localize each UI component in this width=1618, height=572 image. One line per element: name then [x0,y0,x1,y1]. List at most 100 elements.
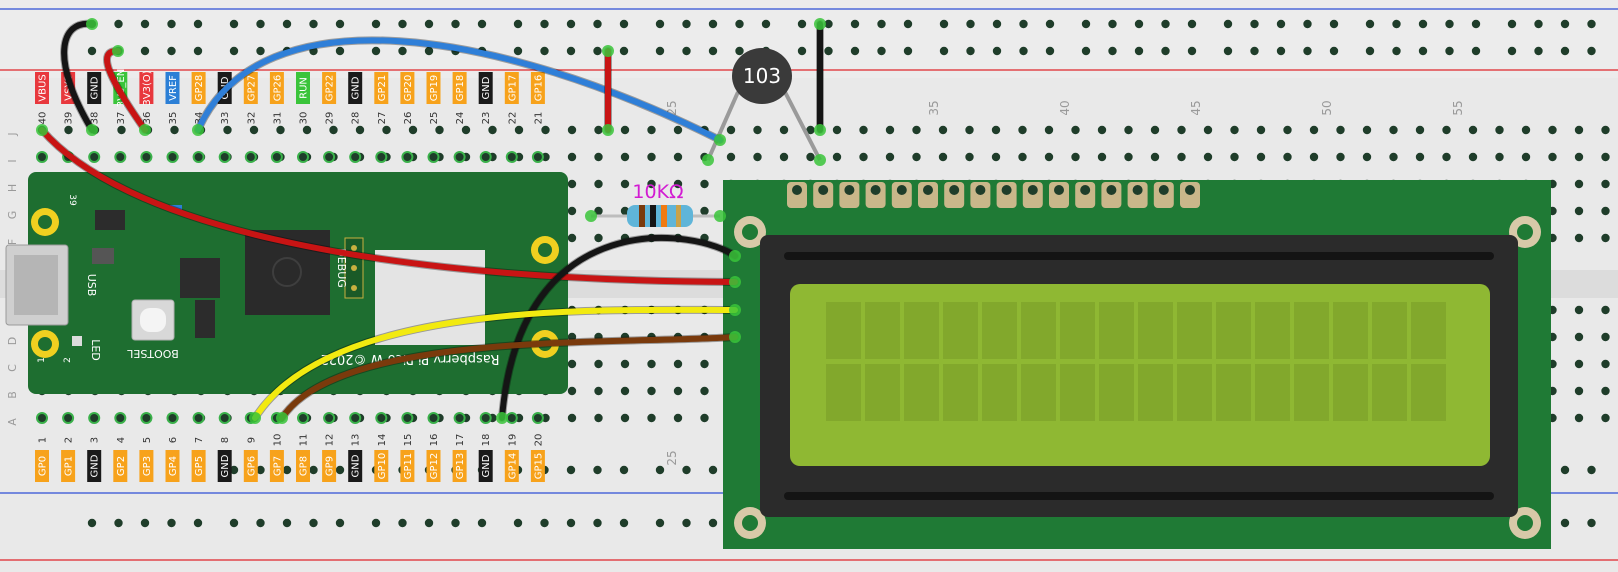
rail-hole [966,46,975,56]
pin-label: GND [351,454,362,477]
pin-number: 14 [377,434,388,447]
rail-hole [282,518,292,528]
rail-hole [593,19,602,29]
wire-end [585,210,597,222]
lcd-character-cell [1177,302,1212,359]
rail-hole [1187,46,1197,56]
rail-hole [593,46,602,56]
breadboard-hole [514,125,524,135]
rail-hole [167,518,176,528]
breadboard-hole [1548,152,1557,162]
breadboard-hole [1124,125,1133,135]
rail-hole [1081,46,1091,56]
wires [36,18,826,424]
breadboard-hole [117,125,126,135]
rail-hole [1187,19,1197,29]
pico-pin-hole [401,151,414,163]
breadboard-hole [647,359,656,369]
lcd-character-cell [904,302,939,359]
breadboard-hole [647,413,656,423]
lcd-character-cell [1099,364,1134,421]
rail-hole [735,19,744,29]
rail-hole [1445,46,1454,56]
column-number: 35 [927,100,941,115]
row-letter: A [6,418,19,426]
rail-hole [1560,46,1570,56]
breadboard-hole [594,206,603,216]
breadboard-hole [1574,233,1584,243]
gp28-adc-wire [195,37,723,143]
lcd-sda-wire [252,306,738,421]
breadboard-hole [435,125,444,135]
lcd-character-cell [826,302,861,359]
breadboard-hole [567,413,577,423]
rail-hole [1250,46,1259,56]
pin-number: 15 [403,434,414,447]
rail-hole [540,46,549,56]
pin-label-tag [452,72,467,104]
rail-hole [992,19,1002,29]
breadboard-hole [647,125,656,135]
breadboard-hole [1601,332,1610,342]
pico-pin-hole [88,151,101,163]
row-letter: I [6,159,19,162]
pin-label-tag [113,450,128,482]
breadboard-hole [700,359,709,369]
pin-number: 21 [533,112,544,125]
pin-label-tag [35,450,49,482]
rail-hole [1045,46,1055,56]
rail-hole [566,19,576,29]
pin-label-tag [530,450,545,482]
lcd-character-cell [1138,302,1173,359]
rail-hole [619,46,629,56]
pico-pin-hole [323,151,336,163]
rail-hole [655,465,665,475]
breadboard-hole [806,125,815,135]
rail-hole [398,518,407,528]
breadboard-hole [991,125,1001,135]
pin-number: 2 [64,437,75,443]
wire-end [192,124,204,136]
breadboard-hole [1097,152,1107,162]
lcd-character-cell [1060,302,1095,359]
pin-label-tag [504,72,519,104]
pin-number: 27 [377,112,388,125]
rail-hole [1587,518,1596,528]
breadboard-hole [567,125,577,135]
pico-pin-hole [62,412,75,424]
rail-hole [1560,465,1570,475]
breadboard-hole [938,125,948,135]
breadboard-hole [753,125,762,135]
rail-hole [1560,518,1570,528]
rail-hole [424,19,434,29]
breadboard-hole [382,125,391,135]
rail-hole [1507,46,1517,56]
rail-hole [114,518,123,528]
rail-hole [140,518,150,528]
rail-hole [1365,19,1375,29]
breadboard-hole [1601,152,1610,162]
pin-label-tag [87,72,102,104]
pin-label: GP0 [38,456,49,476]
pico-pin-hole [218,151,231,163]
breadboard-hole [912,125,921,135]
breadboard-hole [1018,125,1027,135]
lcd-character-cell [1021,364,1056,421]
breadboard-hole [1071,125,1080,135]
rail-hole [451,518,460,528]
lcd-header-pin-hole [1080,185,1091,195]
rail-hole [1019,46,1028,56]
wire-end [602,45,614,57]
pico-pin-hole [114,412,127,424]
breadboard-hole [1362,125,1372,135]
usb-label: USB [85,274,98,297]
breadboard-hole [1574,413,1584,423]
breadboard-hole [1044,152,1054,162]
resistor-label: 10KΩ [632,181,683,203]
led [72,336,82,346]
pin-label: GP21 [377,75,388,102]
lcd-header-pins [787,182,1200,208]
pin-number: 23 [481,112,492,125]
breadboard-hole [567,386,577,396]
thermistor-label: 103 [743,64,781,88]
